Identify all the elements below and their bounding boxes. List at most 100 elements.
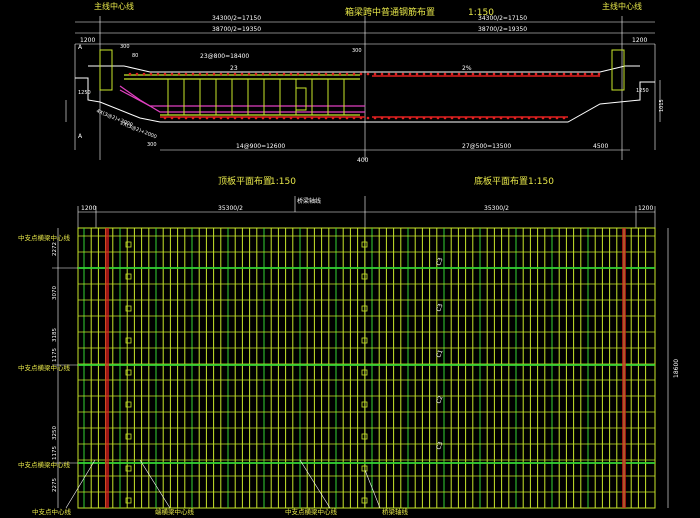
rebar-dot bbox=[527, 116, 531, 120]
rebar-dot bbox=[191, 116, 195, 120]
rebar-dot bbox=[212, 116, 216, 120]
rebar-dot bbox=[408, 72, 412, 76]
rebar-dot bbox=[359, 72, 363, 76]
rebar-dot bbox=[373, 72, 377, 76]
box-girder-section: 箱梁跨中普通钢筋布置 1:150 主线中心线 主线中心线 34300/2=171… bbox=[65, 1, 665, 164]
rebar-dot bbox=[562, 116, 566, 120]
rebar-dot bbox=[492, 72, 496, 76]
rebar-dot bbox=[380, 116, 384, 120]
left-dim-1: 2272 bbox=[52, 242, 58, 256]
rebar-dot bbox=[576, 72, 580, 76]
rebar-dot bbox=[513, 116, 517, 120]
rebar-dot bbox=[205, 72, 209, 76]
rebar-dot bbox=[387, 116, 391, 120]
plan-dim-edge-right: 1200 bbox=[638, 205, 653, 212]
rebar-dot bbox=[310, 72, 314, 76]
section-mark-bottom: A bbox=[78, 133, 83, 140]
rebar-dot bbox=[261, 116, 265, 120]
plan-dim-edge-left: 1200 bbox=[81, 205, 96, 212]
left-web-detail bbox=[99, 49, 113, 91]
rebar-dot bbox=[282, 72, 286, 76]
rebar-dot bbox=[478, 116, 482, 120]
rebar-dot bbox=[401, 116, 405, 120]
rebar-dot bbox=[583, 72, 587, 76]
plan-dim-half-left: 35300/2 bbox=[218, 205, 243, 212]
plan-transverse-bars bbox=[78, 235, 655, 493]
rebar-dot bbox=[485, 116, 489, 120]
rebar-dot bbox=[296, 72, 300, 76]
rebar-dot bbox=[303, 72, 307, 76]
rebar-dot bbox=[268, 116, 272, 120]
rebar-dot bbox=[590, 72, 594, 76]
rebar-dot bbox=[128, 72, 132, 76]
rebar-dot bbox=[268, 72, 272, 76]
rebar-dot bbox=[415, 116, 419, 120]
rebar-dot bbox=[198, 72, 202, 76]
rebar-dot bbox=[198, 116, 202, 120]
anchor-mark bbox=[125, 497, 132, 504]
slope-right: 2% bbox=[462, 65, 472, 72]
plan-diaphragm-marks bbox=[125, 241, 368, 504]
anchor-mark bbox=[361, 241, 368, 248]
rebar-dot bbox=[506, 116, 510, 120]
rebar-dot bbox=[338, 116, 342, 120]
rebar-dot bbox=[331, 116, 335, 120]
dim-bottom-left-small: 300 bbox=[147, 142, 157, 148]
rebar-dot bbox=[338, 72, 342, 76]
dim-inner-b: 23 bbox=[230, 65, 238, 72]
section-rebar-top bbox=[124, 74, 360, 116]
rebar-dot bbox=[464, 116, 468, 120]
rebar-dot bbox=[443, 72, 447, 76]
rebar-dot bbox=[310, 116, 314, 120]
rebar-dot bbox=[275, 72, 279, 76]
callout-c3-b: C3 bbox=[435, 303, 444, 313]
anchor-mark bbox=[361, 369, 368, 376]
anchor-mark bbox=[361, 433, 368, 440]
plan-red-bars bbox=[105, 228, 626, 508]
dim-left-vert: 1250 bbox=[78, 90, 91, 96]
dim-left-small-a: 300 bbox=[120, 44, 130, 50]
left-dim-6: 1175 bbox=[52, 446, 58, 460]
dim-bottom-edge: 4500 bbox=[593, 143, 608, 150]
rebar-dot bbox=[184, 72, 188, 76]
rebar-dot bbox=[422, 72, 426, 76]
rebar-dot bbox=[184, 116, 188, 120]
anchor-mark bbox=[125, 401, 132, 408]
section-stirrups bbox=[167, 79, 345, 115]
rebar-dot bbox=[548, 72, 552, 76]
rebar-dot bbox=[394, 72, 398, 76]
dim-edge-right: 1200 bbox=[632, 37, 647, 44]
dim-right-vert-a: 1250 bbox=[636, 88, 649, 94]
web-opening bbox=[295, 87, 307, 111]
section-rebar-red bbox=[160, 75, 600, 118]
rebar-dot bbox=[191, 72, 195, 76]
anchor-mark bbox=[125, 273, 132, 280]
svg-text:C3: C3 bbox=[435, 441, 444, 451]
rebar-dot bbox=[534, 72, 538, 76]
rebar-dot bbox=[478, 72, 482, 76]
dim-top-right: 34300/2=17150 bbox=[478, 15, 527, 22]
dim-top-left: 34300/2=17150 bbox=[212, 15, 261, 22]
left-dim-2: 3070 bbox=[52, 286, 58, 300]
rebar-dot bbox=[499, 116, 503, 120]
rebar-dot bbox=[520, 116, 524, 120]
rebar-dot bbox=[275, 116, 279, 120]
anchor-mark bbox=[125, 433, 132, 440]
rebar-dot bbox=[534, 116, 538, 120]
dim-right-vert-b: 1015 bbox=[659, 99, 665, 112]
rebar-dot bbox=[324, 116, 328, 120]
rebar-dot bbox=[219, 72, 223, 76]
rebar-dot bbox=[345, 116, 349, 120]
rebar-dot bbox=[415, 72, 419, 76]
bottom-label-3: 中支点横梁中心线 bbox=[285, 507, 338, 516]
rebar-dot bbox=[513, 72, 517, 76]
left-dim-7: 2275 bbox=[52, 478, 58, 492]
anchor-mark bbox=[361, 497, 368, 504]
rebar-dot bbox=[408, 116, 412, 120]
svg-text:C3: C3 bbox=[435, 303, 444, 313]
section-dimension-lines bbox=[65, 16, 661, 160]
rebar-dot bbox=[261, 72, 265, 76]
rebar-dot bbox=[471, 116, 475, 120]
rebar-dot bbox=[457, 116, 461, 120]
